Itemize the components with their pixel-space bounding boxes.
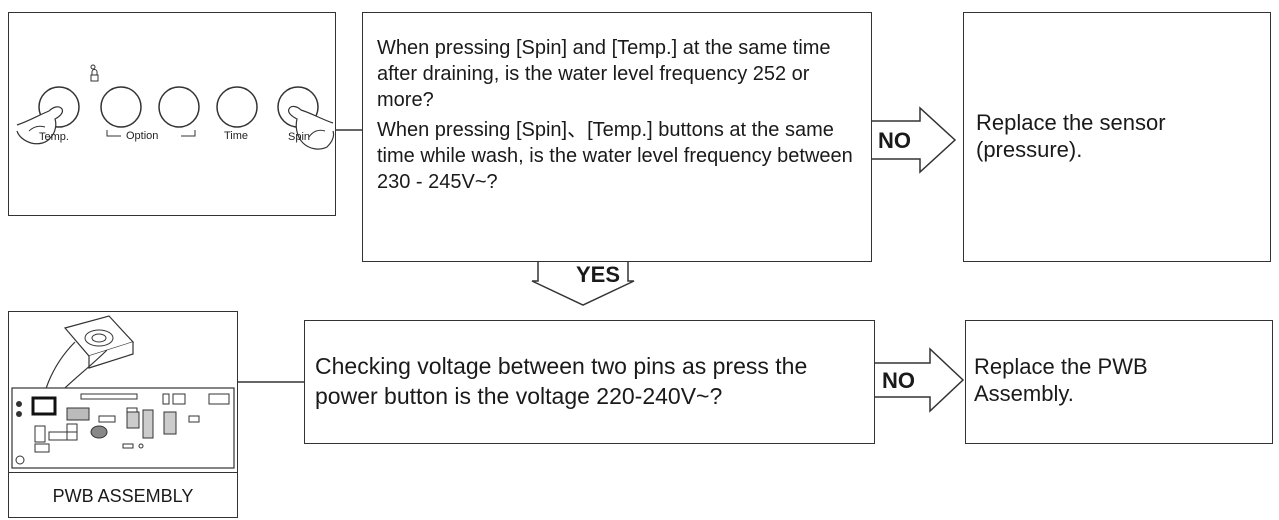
question-1a: When pressing [Spin] and [Temp.] at the …: [377, 37, 831, 111]
no-arrow-1: [872, 106, 957, 174]
time-label: Time: [224, 130, 248, 142]
no-label-1: NO: [878, 128, 911, 153]
option-label: Option: [126, 130, 158, 142]
question-1b: When pressing [Spin]、[Temp.] buttons at …: [377, 119, 853, 193]
control-panel-illustration: Temp. Option Time Spin: [8, 12, 336, 216]
result-1-box: Replace the sensor (pressure).: [963, 12, 1271, 262]
question-1-box: When pressing [Spin] and [Temp.] at the …: [362, 12, 872, 262]
result-1-text: Replace the sensor (pressure).: [976, 110, 1166, 162]
question-1-text: When pressing [Spin] and [Temp.] at the …: [377, 35, 857, 195]
option-button-1-icon: [100, 86, 142, 128]
result-2-box: Replace the PWB Assembly.: [965, 320, 1273, 444]
no-label-2: NO: [882, 368, 915, 393]
pwb-assembly-illustration: PWB ASSEMBLY: [8, 311, 238, 518]
yes-arrow: [531, 261, 635, 306]
pwb-board-icon: [11, 315, 235, 469]
question-2-box: Checking voltage between two pins as pre…: [304, 320, 875, 444]
right-hand-icon: [288, 105, 335, 150]
no-arrow-2: [875, 347, 965, 413]
yes-label: YES: [576, 262, 621, 287]
left-hand-icon: [16, 106, 64, 145]
result-2-text: Replace the PWB Assembly.: [974, 354, 1148, 406]
time-button-icon: [216, 86, 258, 128]
question-2-text: Checking voltage between two pins as pre…: [315, 353, 808, 409]
spin-label: Spin: [288, 131, 310, 143]
option-button-2-icon: [158, 86, 200, 128]
temp-label: Temp.: [39, 131, 69, 143]
pwb-label: PWB ASSEMBLY: [52, 486, 194, 506]
control-panel-icon: Temp. Option Time Spin: [16, 64, 335, 150]
